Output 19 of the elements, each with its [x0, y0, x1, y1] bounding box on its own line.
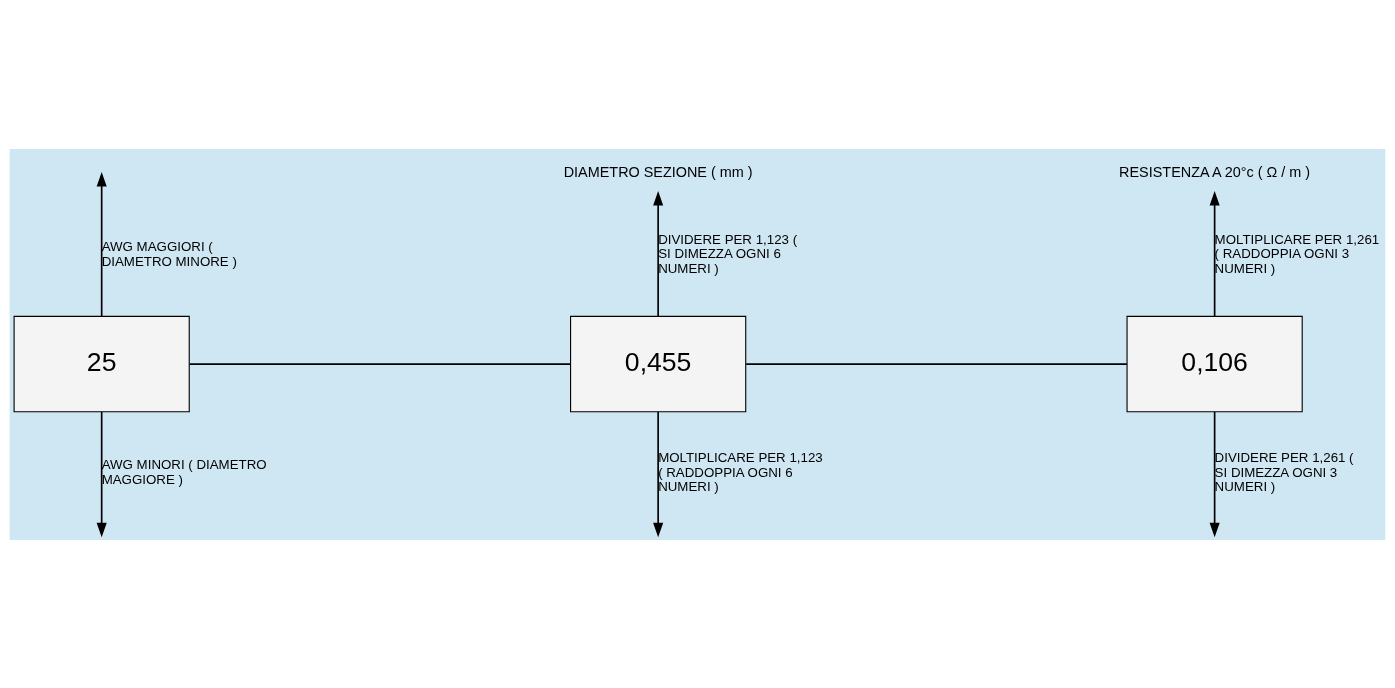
edge-label: DIVIDERE PER 1,261 ( SI DIMEZZA OGNI 3 NUMERI ): [1214, 449, 1354, 494]
arrow: [653, 410, 664, 537]
node-box: 0,106: [1126, 315, 1303, 412]
edge-label: DIVIDERE PER 1,123 ( SI DIMEZZA OGNI 6 NUMERI ): [658, 231, 798, 276]
arrow: [1209, 410, 1220, 537]
arrow: [96, 171, 107, 317]
node-box: 25: [13, 315, 190, 412]
connector: [188, 362, 572, 365]
arrow: [653, 190, 664, 317]
edge-label: MOLTIPLICARE PER 1,261 ( RADDOPPIA OGNI 3 NUMERI ): [1214, 231, 1380, 276]
arrow: [96, 410, 107, 537]
edge-label: AWG MINORI ( DIAMETRO MAGGIORE ): [101, 456, 267, 487]
edge-label: MOLTIPLICARE PER 1,123 ( RADDOPPIA OGNI 6 NUMERI ): [658, 449, 823, 494]
arrow: [1209, 190, 1220, 317]
node-text: DIAMETRO SEZIONE ( mm ): [563, 163, 753, 180]
edge-label: AWG MAGGIORI ( DIAMETRO MINORE ): [101, 238, 237, 269]
node-text: RESISTENZA A 20°c ( Ω / m ): [1119, 163, 1311, 180]
node-box: 0,455: [570, 315, 747, 412]
connector: [745, 362, 1128, 365]
